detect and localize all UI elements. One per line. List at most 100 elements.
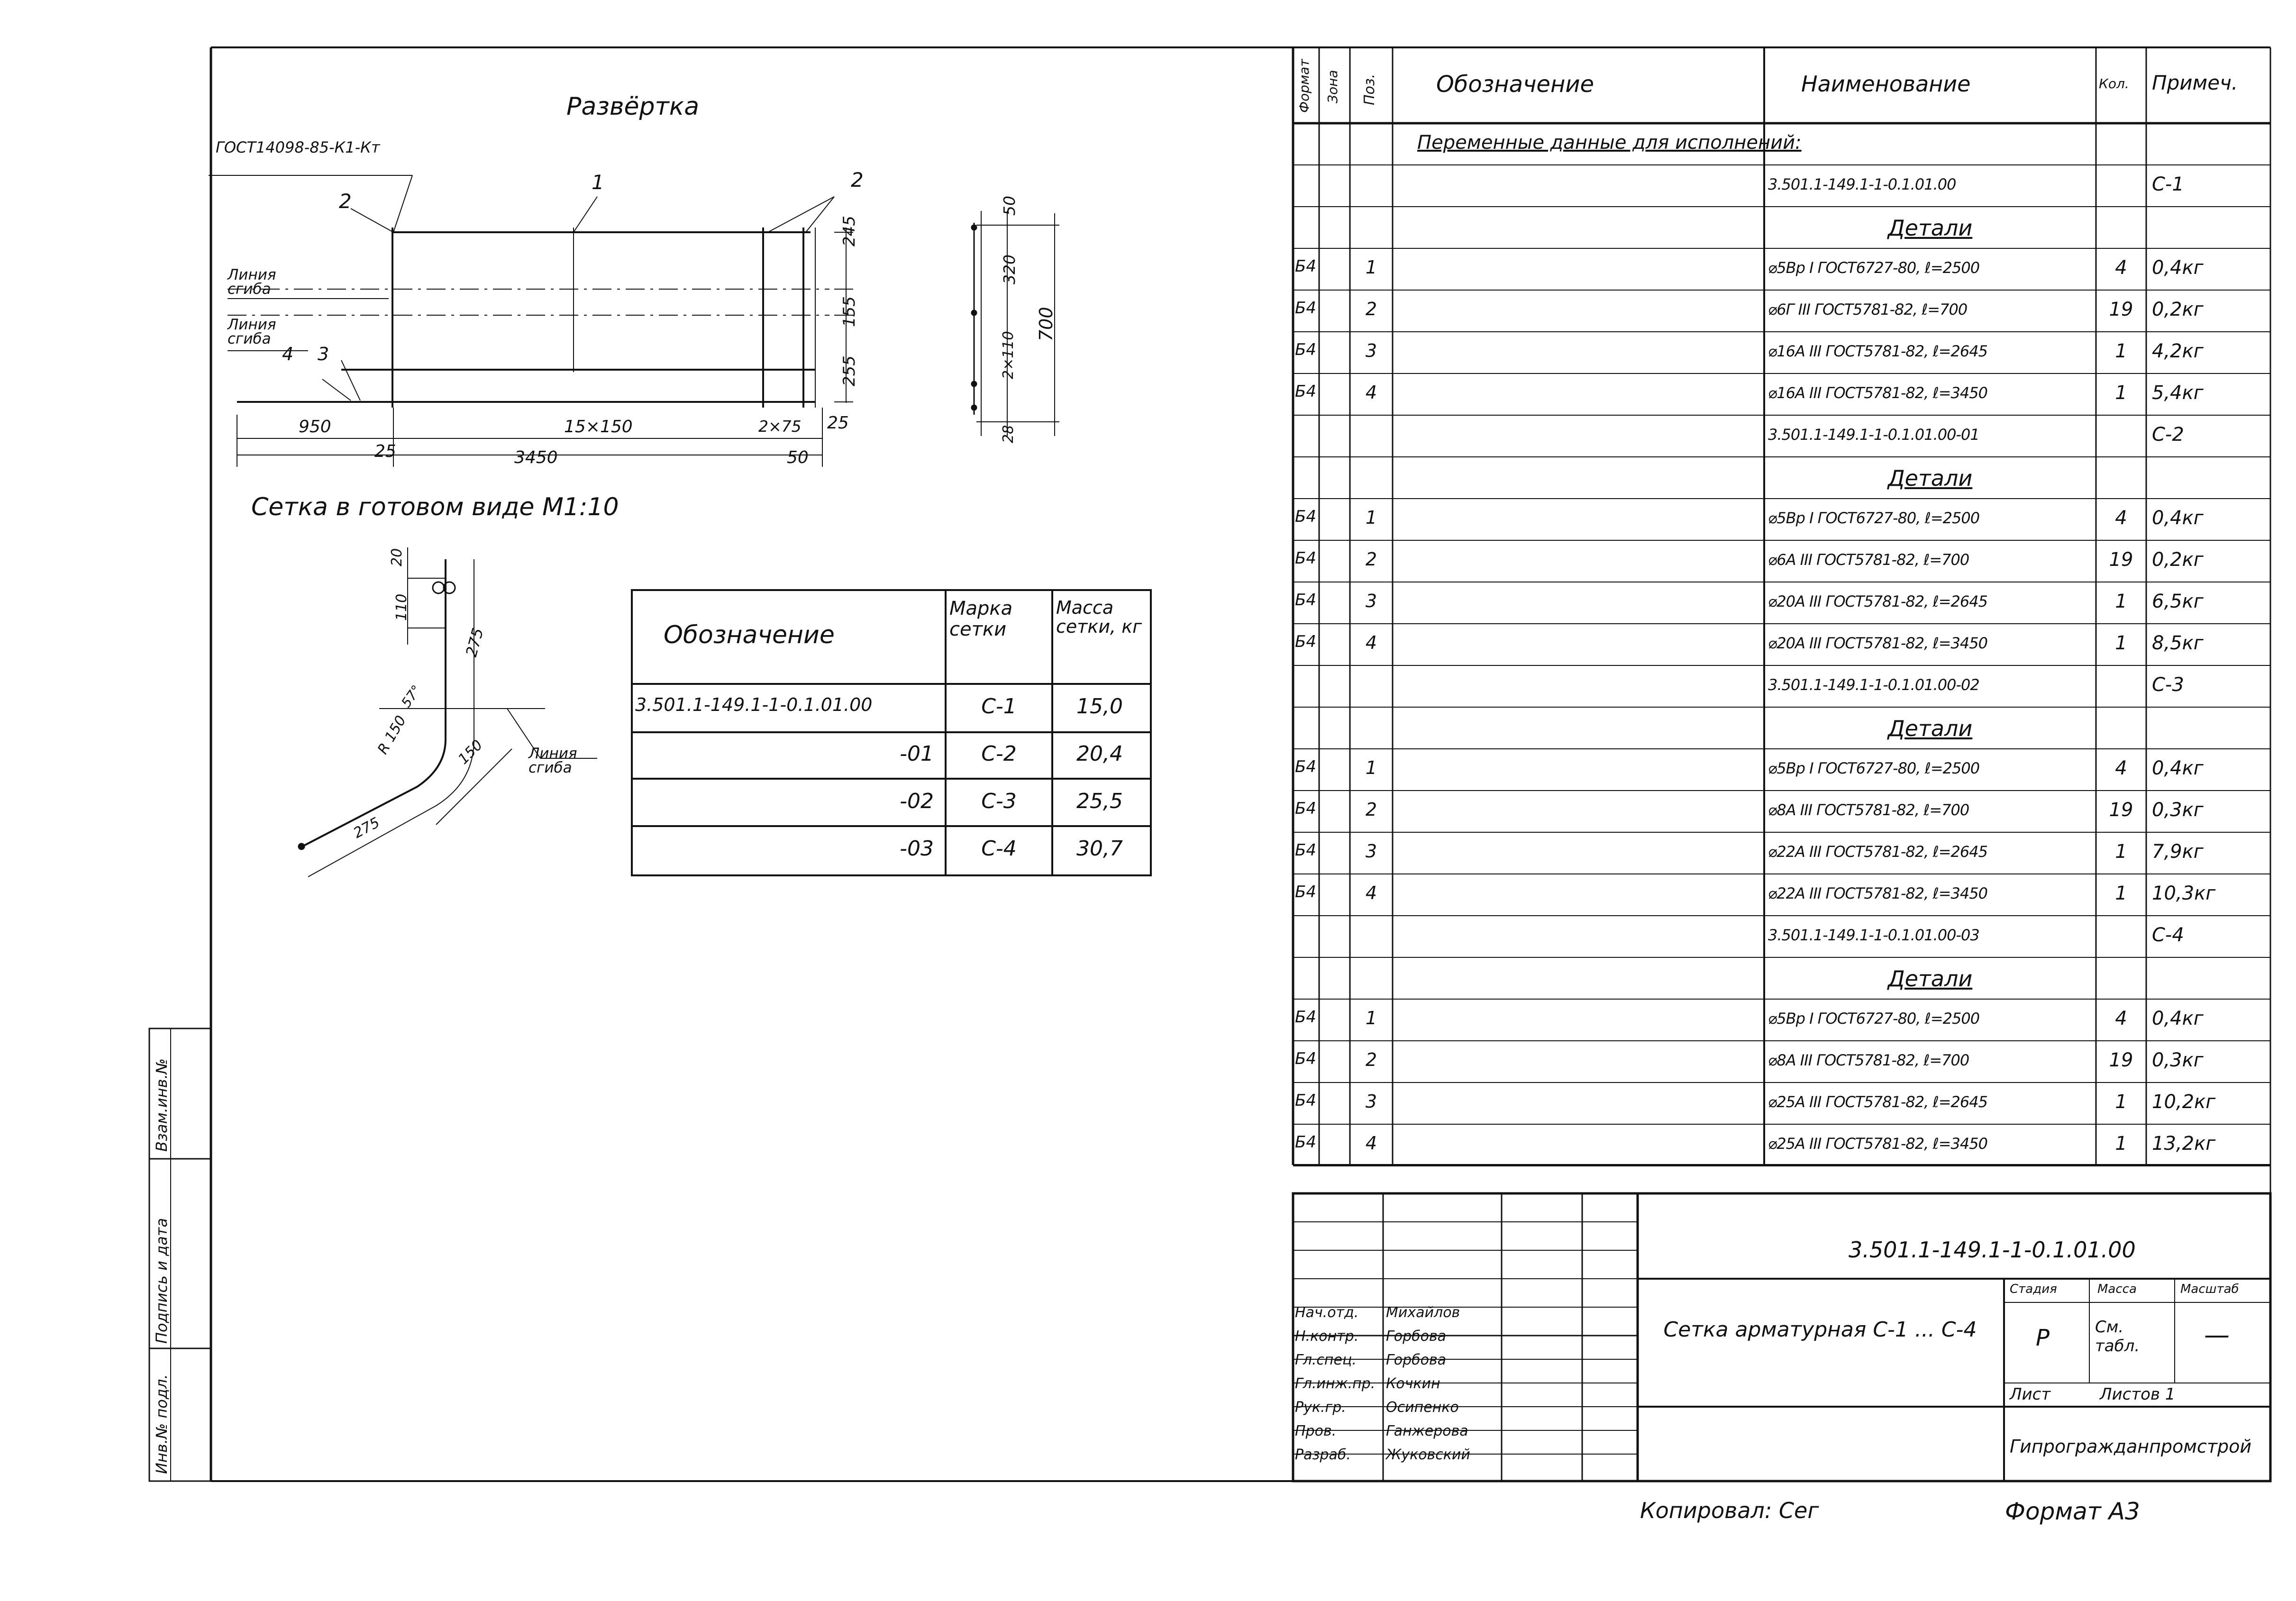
dim-25-right: 25 [827,413,849,433]
spec-cell-position: 1 [1365,757,1377,778]
spec-section-heading: Детали [1887,716,1973,741]
signature-name: Жуковский [1386,1446,1470,1463]
spec-cell-note: 0,3кг [2152,799,2204,821]
spec-header-position: Поз. [1361,73,1378,105]
spec-cell-quantity: 1 [2115,382,2127,404]
signature-name: Осипенко [1386,1399,1459,1416]
spec-cell-quantity: 4 [2115,257,2127,279]
cross-section-view [971,211,1059,436]
spec-cell-note: 0,4кг [2152,1008,2204,1029]
title-block-organization: Гипрогражданпромстрой [2010,1436,2252,1457]
spec-cell-note: 0,4кг [2152,257,2204,279]
spec-cell-name: ⌀16А III ГОСТ5781-82, ℓ=2645 [1768,342,1988,360]
mass-row-designation: -03 [900,837,934,861]
spec-cell-note: 6,5кг [2152,591,2204,612]
position-label-3: 3 [318,344,329,364]
dim-3450: 3450 [514,448,558,467]
mass-table-header-mass: Масса сетки, кг [1056,597,1142,637]
spec-cell-name: ⌀22А III ГОСТ5781-82, ℓ=3450 [1768,884,1988,902]
spec-table-grid [1292,47,2270,1166]
spec-cell-note: 10,3кг [2152,882,2216,904]
spec-header-designation: Обозначение [1436,71,1594,98]
stamp-replaced-inventory: Взам.инв.№ [153,1058,171,1152]
spec-header-quantity: Кол. [2099,76,2129,91]
spec-cell-note: 0,3кг [2152,1049,2204,1071]
title-block-scale: — [2204,1320,2230,1350]
mass-row-mass: 15,0 [1076,694,1123,719]
finished-view-title: Сетка в готовом виде М1:10 [251,493,619,521]
title-block-sheet-label: Лист [2010,1385,2051,1404]
spec-cell-position: 1 [1365,1008,1377,1028]
spec-cell-name: 3.501.1-149.1-1-0.1.01.00 [1768,175,1956,193]
signature-role: Пров. [1295,1423,1337,1439]
spec-cell-format: Б4 [1295,799,1316,818]
spec-cell-note: 5,4кг [2152,382,2204,404]
mass-row-mass: 20,4 [1076,742,1123,766]
signature-name: Ганжерова [1386,1423,1468,1439]
mass-table-grid [631,589,1152,876]
section-dim-28: 28 [1000,425,1017,443]
stamp-inventory-number: Инв.№ подл. [153,1374,171,1474]
signature-role: Разраб. [1295,1446,1351,1463]
position-label-2-right: 2 [851,168,864,191]
mass-table-header-mark: Марка сетки [949,598,1013,640]
bend-line-label-2: Линия сгиба [228,316,276,347]
spec-cell-note: 8,5кг [2152,632,2204,654]
spec-cell-quantity: 19 [2109,549,2133,571]
spec-cell-note: 0,4кг [2152,757,2204,779]
mass-row-designation: 3.501.1-149.1-1-0.1.01.00 [635,694,873,715]
stamp-signature-date: Подпись и дата [153,1218,171,1344]
spec-cell-note: 0,2кг [2152,299,2204,320]
position-label-2-left: 2 [339,190,352,213]
spec-cell-note: С-2 [2152,424,2184,446]
spec-cell-position: 4 [1365,1133,1377,1154]
spec-cell-quantity: 1 [2115,882,2127,904]
spec-cell-quantity: 1 [2115,1091,2127,1113]
spec-cell-quantity: 1 [2115,1133,2127,1155]
spec-header-name: Наименование [1801,71,1971,97]
spec-cell-format: Б4 [1295,882,1316,901]
spec-cell-format: Б4 [1295,757,1316,776]
spec-cell-note: 7,9кг [2152,841,2204,863]
spec-cell-format: Б4 [1295,1133,1316,1152]
finished-bend-line-label: Линия сгиба [528,745,577,776]
spec-cell-quantity: 4 [2115,1008,2127,1029]
spec-cell-format: Б4 [1295,382,1316,401]
spec-cell-position: 2 [1365,799,1377,820]
spec-cell-quantity: 4 [2115,757,2127,779]
spec-cell-format: Б4 [1295,1049,1316,1068]
spec-cell-note: 0,2кг [2152,549,2204,571]
spec-cell-note: 13,2кг [2152,1133,2216,1155]
mass-row-mass: 25,5 [1076,789,1123,813]
mass-row-mark: С-2 [981,742,1017,766]
title-block-col-stage: Стадия [2010,1282,2057,1296]
spec-cell-position: 3 [1365,1091,1377,1112]
spec-cell-quantity: 1 [2115,340,2127,362]
spec-cell-quantity: 19 [2109,1049,2133,1071]
signature-role: Рук.гр. [1295,1399,1346,1416]
spec-cell-position: 4 [1365,882,1377,903]
signature-name: Кочкин [1386,1375,1440,1392]
spec-section-heading: Детали [1887,966,1973,992]
finished-dim-110: 110 [393,593,410,621]
dim-950: 950 [299,417,331,437]
bend-line-label-1: Линия сгиба [228,266,276,298]
footer-format: Формат А3 [2005,1498,2140,1525]
dim-155: 155 [840,296,859,327]
spec-cell-format: Б4 [1295,549,1316,568]
title-block-grid [1292,1192,2272,1483]
spec-section-heading: Детали [1887,465,1973,491]
spec-cell-note: С-1 [2152,173,2184,195]
spec-cell-note: 10,2кг [2152,1091,2216,1113]
spec-row-lines [1293,164,2270,1166]
title-block-col-mass: Масса [2097,1282,2137,1296]
spec-cell-name: 3.501.1-149.1-1-0.1.01.00-01 [1768,426,1980,444]
dim-255: 255 [840,355,859,386]
spec-cell-position: 3 [1365,841,1377,862]
spec-cell-format: Б4 [1295,1091,1316,1110]
mass-row-mass: 30,7 [1076,837,1123,861]
title-block-col-scale: Масштаб [2180,1282,2239,1296]
spec-cell-position: 1 [1365,507,1377,528]
spec-cell-position: 2 [1365,299,1377,319]
spec-cell-name: ⌀5Вр I ГОСТ6727-80, ℓ=2500 [1768,259,1980,277]
